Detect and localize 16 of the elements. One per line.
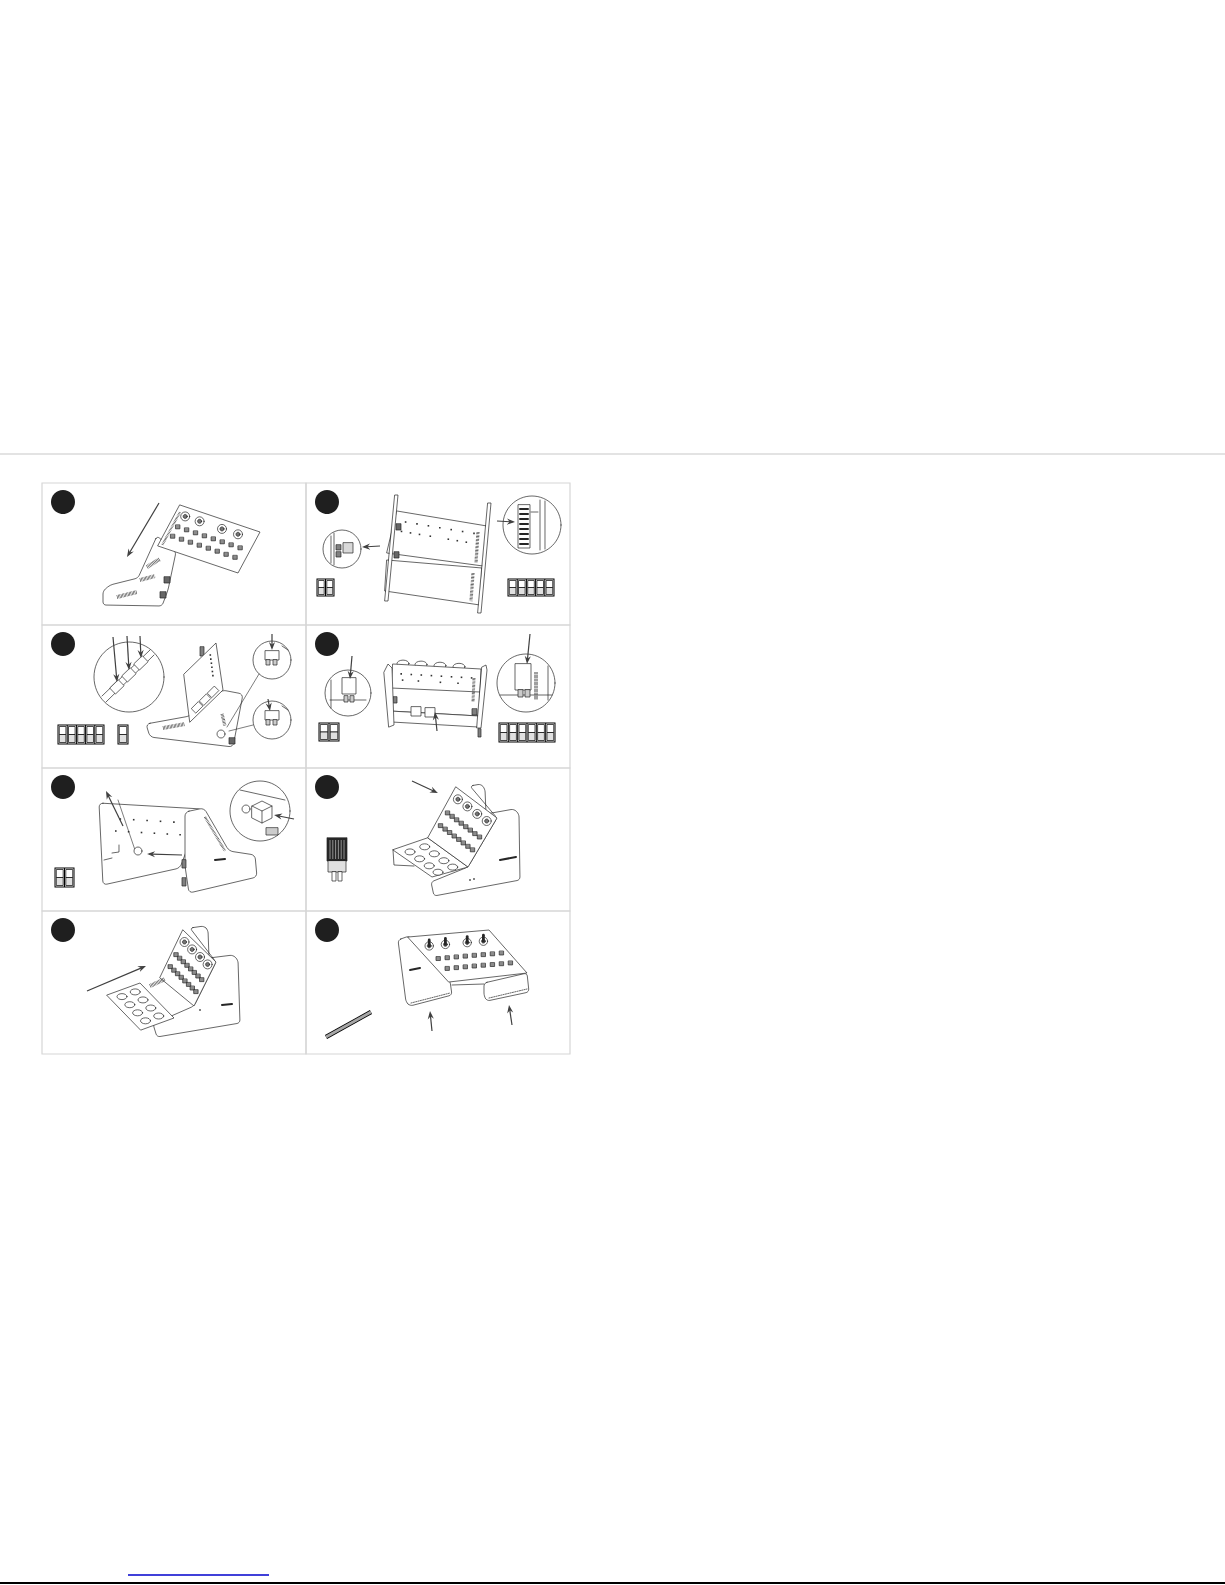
step-marker bbox=[51, 918, 75, 942]
step-panel bbox=[41, 767, 307, 912]
step-marker bbox=[51, 775, 75, 799]
step-marker bbox=[315, 775, 339, 799]
step-panel bbox=[305, 624, 571, 769]
step-marker bbox=[315, 632, 339, 656]
step-panel bbox=[41, 624, 307, 769]
step-marker bbox=[51, 490, 75, 514]
step-panel bbox=[305, 767, 571, 912]
step-marker bbox=[315, 490, 339, 514]
step-marker bbox=[51, 632, 75, 656]
step-panel bbox=[41, 482, 307, 626]
step-panel bbox=[305, 482, 571, 626]
step-panel bbox=[41, 910, 307, 1055]
step-panel bbox=[305, 910, 571, 1055]
step-marker bbox=[315, 918, 339, 942]
